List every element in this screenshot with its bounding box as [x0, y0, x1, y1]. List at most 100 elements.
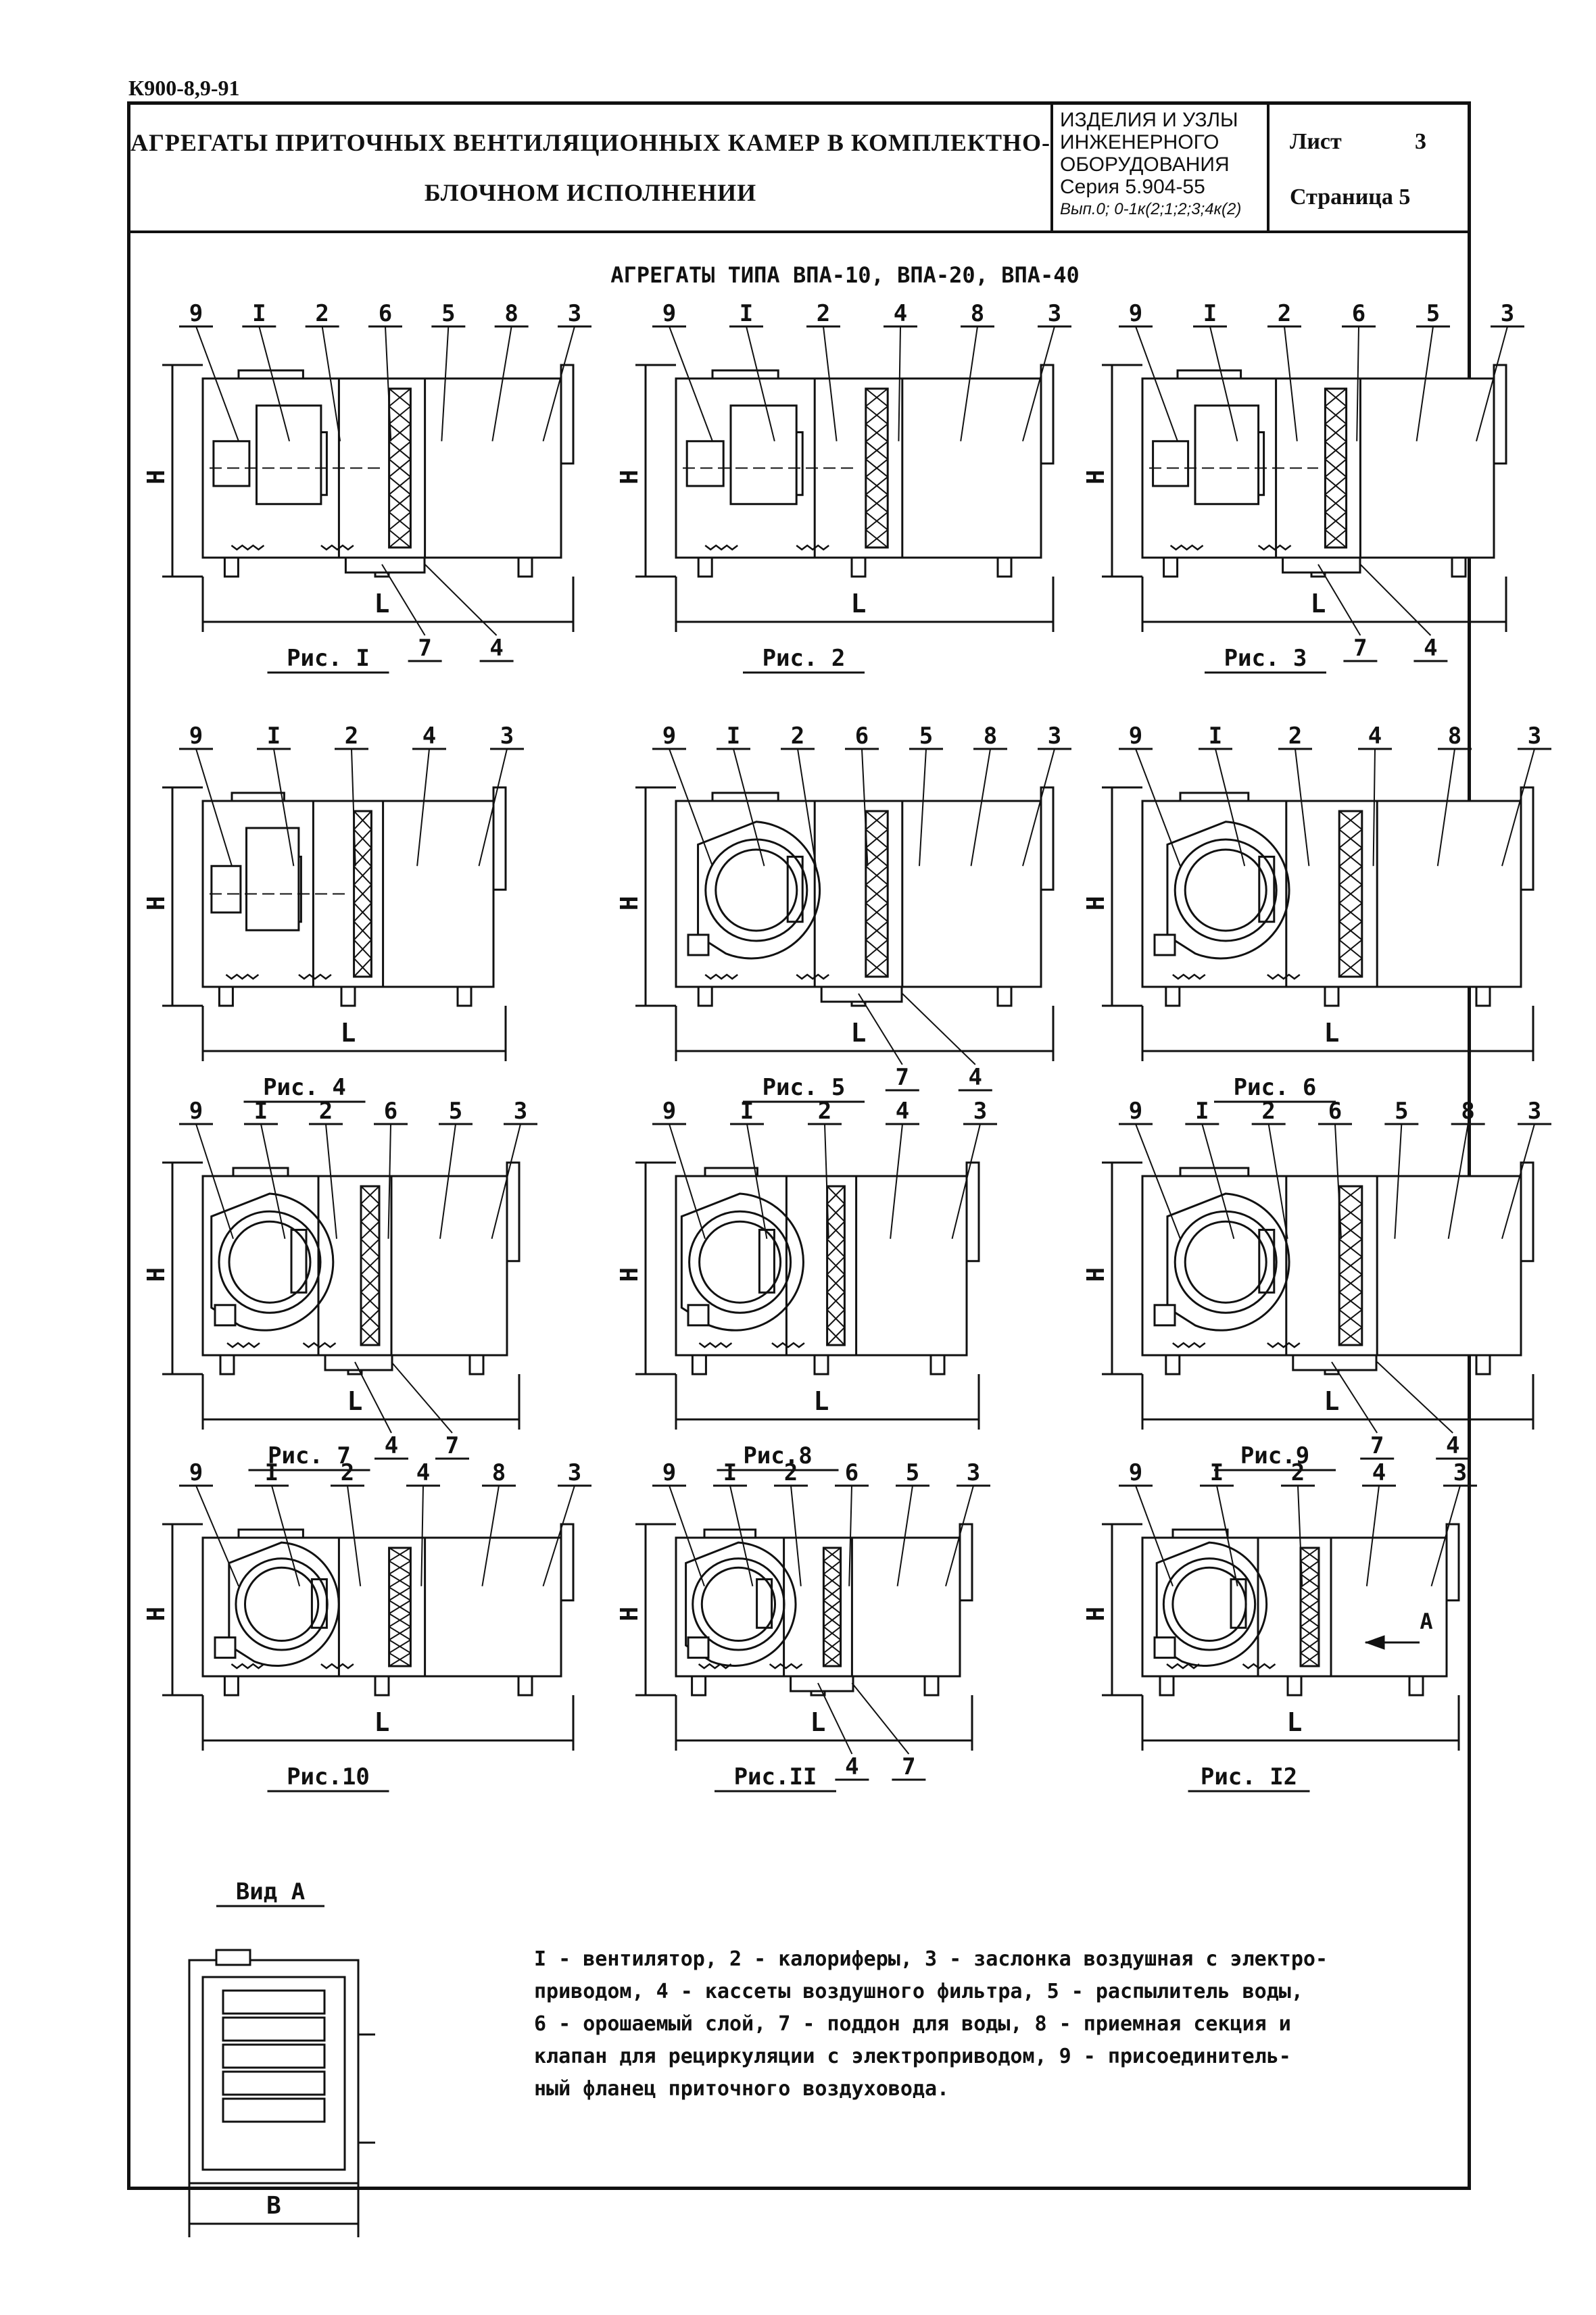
flange [704, 1167, 758, 1177]
callout-label: I [252, 300, 266, 327]
callout-label: 9 [189, 723, 203, 750]
leader-line [195, 1123, 234, 1240]
filter-hatch [865, 847, 888, 867]
vibration-spring [796, 973, 829, 980]
figure-caption: Рис.8 [743, 1442, 812, 1469]
heater [1230, 1578, 1247, 1629]
leader-line [1135, 748, 1181, 867]
leader-line [746, 326, 775, 441]
callout-label: 3 [1453, 1459, 1467, 1486]
callout-label: 3 [514, 1098, 527, 1125]
flange [237, 1528, 304, 1539]
filter-hatch [865, 902, 888, 923]
leader-line [1356, 326, 1359, 441]
sheet-value: 3 [1415, 129, 1426, 154]
fan-impeller-inner [700, 1566, 777, 1642]
motor [687, 933, 710, 956]
vibration-spring [1267, 973, 1301, 980]
length-dimension-label: L [1324, 1018, 1340, 1048]
callout-label: 4 [896, 1098, 909, 1125]
leader-line [347, 1485, 362, 1586]
leader-line [669, 1485, 705, 1587]
filter-hatch [823, 1626, 842, 1640]
leader-line [542, 326, 575, 442]
callout-label: I [723, 1459, 737, 1486]
fan-impeller-inner [1184, 848, 1267, 932]
filter-hatch [1338, 958, 1363, 977]
filter-hatch [826, 1309, 846, 1328]
length-dimension-label: L [851, 589, 867, 618]
leader-line [890, 1123, 903, 1239]
filter-hatch [360, 1238, 380, 1258]
vibration-spring [1172, 1342, 1206, 1348]
leader-line [1295, 748, 1310, 867]
leader-line [824, 1123, 829, 1239]
flange [232, 1167, 289, 1177]
filter-hatch [1324, 423, 1347, 443]
leader-line [1376, 1361, 1453, 1434]
support-leg [691, 1354, 707, 1375]
unit-housing [201, 1175, 508, 1357]
callout-label: 3 [500, 723, 514, 750]
callout-label: 2 [1278, 300, 1291, 327]
callout-label: I [254, 1098, 268, 1125]
support-leg [223, 556, 239, 578]
callout-label: 5 [1395, 1098, 1408, 1125]
leader-line [733, 748, 765, 867]
filter-hatch [826, 1186, 846, 1204]
support-leg [996, 985, 1013, 1007]
damper-blade [222, 2016, 326, 2042]
air-damper [1040, 364, 1055, 465]
figure-caption: Рис.9 [1240, 1442, 1309, 1469]
leader-line [424, 564, 498, 636]
legend-line: 6 - орошаемый слой, 7 - поддон для воды,… [534, 2012, 1291, 2036]
filter-hatch [360, 1273, 380, 1293]
filter-hatch [353, 829, 372, 849]
leader-line [258, 326, 291, 442]
view-arrow-label: А [1420, 1609, 1432, 1634]
leader-line [542, 1485, 575, 1587]
fan-impeller-inner [715, 848, 798, 932]
callout-label: 6 [379, 300, 392, 327]
motor [685, 440, 725, 487]
figures-heading: АГРЕГАТЫ ТИПА ВПА-10, ВПА-20, ВПА-40 [610, 262, 1080, 288]
leader-line [669, 326, 713, 442]
filter-hatch [389, 1599, 411, 1615]
callout-label: 3 [1501, 300, 1514, 327]
vibration-spring [769, 1663, 803, 1670]
series-note: Вып.0; 0-1к(2;1;2;3;4к(2) [1060, 200, 1242, 218]
callout-label: 6 [845, 1459, 859, 1486]
leader-line [1022, 326, 1055, 442]
length-dimension-label: L [811, 1707, 826, 1737]
figure-caption: Рис. 7 [268, 1442, 351, 1469]
vibration-spring [320, 544, 354, 551]
height-dimension-label: H [616, 470, 644, 485]
leader-line [919, 748, 927, 867]
callout-label: 9 [1129, 300, 1142, 327]
support-leg [697, 985, 713, 1007]
leader-line [1215, 748, 1246, 867]
leader-line [1394, 1123, 1403, 1239]
filter-hatch [1300, 1613, 1320, 1628]
fan-impeller [692, 1557, 785, 1651]
leader-line [321, 326, 341, 441]
filter-hatch [388, 423, 412, 443]
fan-body [1194, 404, 1260, 506]
support-leg [1159, 1675, 1175, 1697]
leader-line [391, 1361, 453, 1434]
support-leg [223, 1675, 239, 1697]
motor [210, 864, 242, 914]
callout-label: 9 [662, 300, 676, 327]
support-leg [691, 1675, 707, 1697]
support-leg [468, 1354, 485, 1375]
unit-housing [1141, 1536, 1448, 1678]
leader-line [491, 326, 512, 441]
motor [1153, 1304, 1176, 1327]
filter-hatch [389, 1626, 411, 1640]
leader-line [1476, 326, 1508, 442]
support-leg [1163, 556, 1179, 578]
filter-hatch [865, 939, 888, 959]
unit-housing [675, 800, 1042, 988]
